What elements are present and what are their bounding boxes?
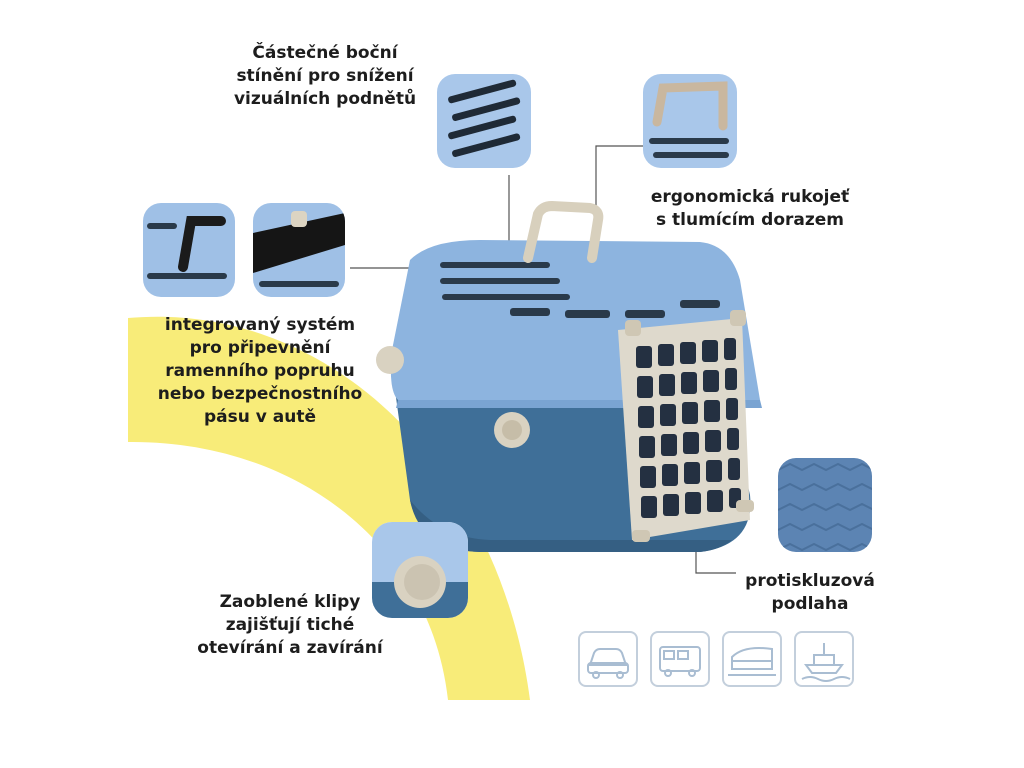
handle-detail-thumbnail	[643, 74, 737, 168]
strap-hook-thumbnail	[143, 203, 235, 297]
vents-detail-thumbnail	[437, 74, 531, 168]
seatbelt-thumbnail	[253, 203, 345, 297]
train-icon	[722, 631, 782, 687]
floor-texture-thumbnail	[778, 458, 872, 552]
camper-van-icon	[650, 631, 710, 687]
car-icon	[578, 631, 638, 687]
ship-icon	[794, 631, 854, 687]
pet-carrier-image	[376, 200, 762, 552]
clip-detail-thumbnail	[372, 522, 468, 618]
